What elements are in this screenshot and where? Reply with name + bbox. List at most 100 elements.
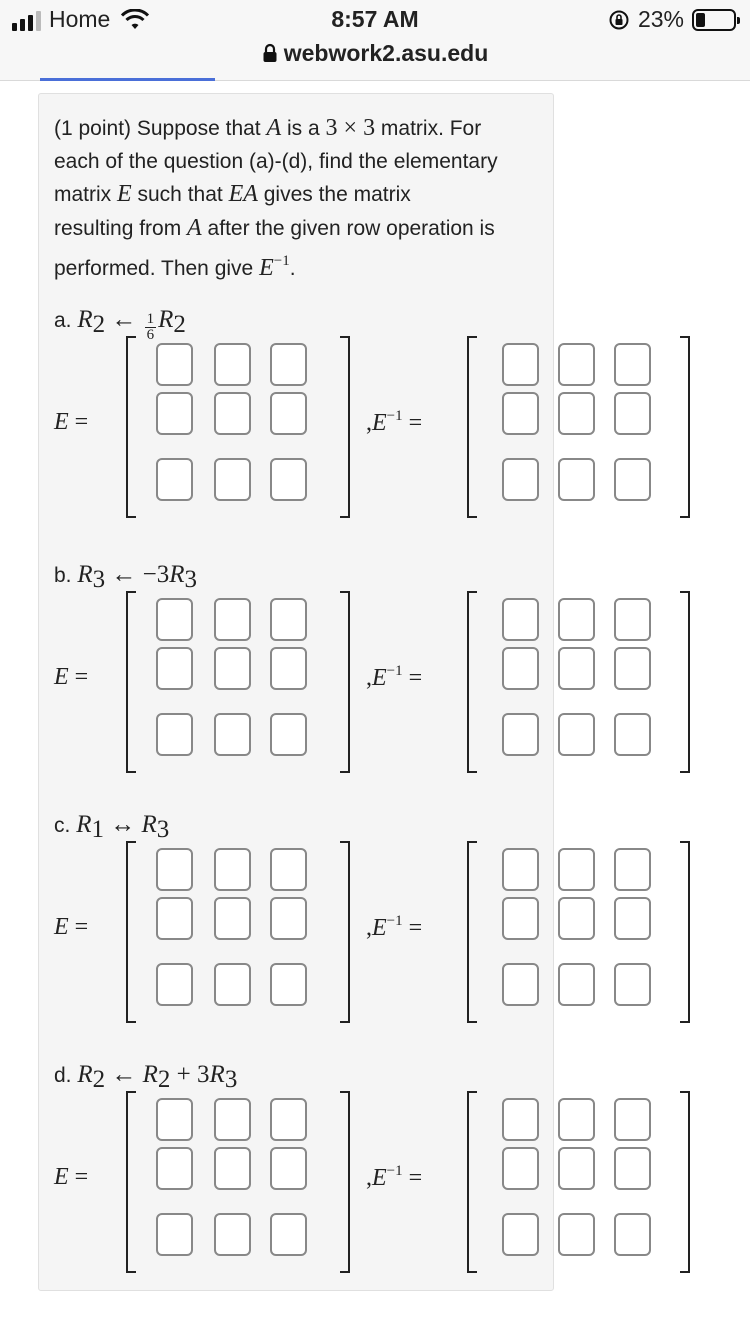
math-subscript: 3 xyxy=(184,566,198,593)
math-superscript: −1 xyxy=(273,253,290,269)
comma: , xyxy=(366,665,372,691)
e-matrix-entry-r3c2-input[interactable] xyxy=(214,458,251,501)
e-matrix-entry-r2c1-input[interactable] xyxy=(156,1147,193,1190)
e-inverse-matrix-entry-r1c2-input[interactable] xyxy=(558,1098,595,1141)
e-matrix-entry-r1c2-input[interactable] xyxy=(214,848,251,891)
math-subscript: 2 xyxy=(92,311,106,338)
e-inverse-matrix-entry-r3c1-input[interactable] xyxy=(502,458,539,501)
e-matrix-entry-r2c1-input[interactable] xyxy=(156,647,193,690)
e-inverse-matrix-entry-r3c1-input[interactable] xyxy=(502,963,539,1006)
e-matrix-entry-r2c3-input[interactable] xyxy=(270,392,307,435)
e-matrix-entry-r1c3-input[interactable] xyxy=(270,343,307,386)
e-matrix-entry-r1c2-input[interactable] xyxy=(214,1098,251,1141)
e-matrix-entry-r1c3-input[interactable] xyxy=(270,1098,307,1141)
e-matrix-entry-r1c2-input[interactable] xyxy=(214,343,251,386)
e-inverse-matrix-entry-r2c3-input[interactable] xyxy=(614,647,651,690)
e-inverse-matrix-entry-r3c3-input[interactable] xyxy=(614,1213,651,1256)
math-arrow: ← xyxy=(105,561,143,588)
e-inverse-matrix-entry-r1c2-input[interactable] xyxy=(558,598,595,641)
e-inverse-matrix-entry-r2c2-input[interactable] xyxy=(558,392,595,435)
e-matrix-entry-r3c3-input[interactable] xyxy=(270,963,307,1006)
e-inverse-matrix-entry-r2c1-input[interactable] xyxy=(502,392,539,435)
math-EA: EA xyxy=(228,181,258,207)
e-inverse-matrix-entry-r2c3-input[interactable] xyxy=(614,897,651,940)
e-inverse-matrix-entry-r3c2-input[interactable] xyxy=(558,1213,595,1256)
status-left: Home xyxy=(12,6,150,33)
e-matrix-entry-r3c2-input[interactable] xyxy=(214,963,251,1006)
math-arrow: ← xyxy=(105,306,143,333)
e-matrix-entry-r2c2-input[interactable] xyxy=(214,392,251,435)
part-letter: b. xyxy=(54,564,72,587)
e-matrix-entry-r3c1-input[interactable] xyxy=(156,1213,193,1256)
e-inverse-matrix-entry-r1c1-input[interactable] xyxy=(502,598,539,641)
e-inverse-matrix-entry-r1c3-input[interactable] xyxy=(614,343,651,386)
e-inverse-matrix-entry-r2c1-input[interactable] xyxy=(502,1147,539,1190)
e-matrix-entry-r2c3-input[interactable] xyxy=(270,1147,307,1190)
e-inverse-matrix-entry-r2c3-input[interactable] xyxy=(614,1147,651,1190)
e-inverse-label: ,E−1 = xyxy=(366,663,422,692)
address-bar[interactable]: webwork2.asu.edu xyxy=(0,40,750,67)
e-matrix-entry-r3c2-input[interactable] xyxy=(214,1213,251,1256)
e-inverse-matrix-entry-r1c2-input[interactable] xyxy=(558,343,595,386)
e-matrix-entry-r1c2-input[interactable] xyxy=(214,598,251,641)
e-inverse-matrix-entry-r3c2-input[interactable] xyxy=(558,713,595,756)
e-inverse-matrix-entry-r1c1-input[interactable] xyxy=(502,343,539,386)
e-matrix-entry-r3c1-input[interactable] xyxy=(156,963,193,1006)
e-inverse-matrix-entry-r2c1-input[interactable] xyxy=(502,897,539,940)
e-matrix-entry-r1c1-input[interactable] xyxy=(156,1098,193,1141)
e-inverse-matrix-entry-r1c1-input[interactable] xyxy=(502,848,539,891)
part-c: c. R1 ↔ R3 E = ,E−1 = xyxy=(54,811,750,1061)
e-matrix-entry-r2c2-input[interactable] xyxy=(214,647,251,690)
e-matrix-entry-r2c3-input[interactable] xyxy=(270,897,307,940)
text: such that xyxy=(131,183,229,206)
e-inverse-matrix-entry-r2c1-input[interactable] xyxy=(502,647,539,690)
math-subscript: 3 xyxy=(92,566,106,593)
e-matrix-entry-r2c2-input[interactable] xyxy=(214,897,251,940)
e-matrix-entry-r3c3-input[interactable] xyxy=(270,458,307,501)
e-inverse-matrix-entry-r2c2-input[interactable] xyxy=(558,897,595,940)
e-inverse-matrix-entry-r2c2-input[interactable] xyxy=(558,647,595,690)
math-E: E xyxy=(372,665,387,691)
e-matrix-entry-r2c3-input[interactable] xyxy=(270,647,307,690)
e-inverse-matrix-entry-r3c3-input[interactable] xyxy=(614,713,651,756)
e-inverse-matrix-entry-r3c1-input[interactable] xyxy=(502,713,539,756)
e-inverse-matrix-entry-r3c3-input[interactable] xyxy=(614,458,651,501)
e-matrix-entry-r1c1-input[interactable] xyxy=(156,848,193,891)
matrix-left-bracket xyxy=(126,591,136,773)
math-superscript: −1 xyxy=(386,408,403,424)
math-subscript: 1 xyxy=(91,816,104,843)
ios-status-bar: Home 8:57 AM webwork2.asu.edu 23% xyxy=(0,0,750,81)
e-matrix-entry-r2c1-input[interactable] xyxy=(156,392,193,435)
e-matrix-entry-r3c1-input[interactable] xyxy=(156,713,193,756)
e-inverse-matrix-entry-r3c2-input[interactable] xyxy=(558,458,595,501)
e-matrix-entry-r1c1-input[interactable] xyxy=(156,598,193,641)
e-matrix-entry-r1c3-input[interactable] xyxy=(270,848,307,891)
e-inverse-matrix-entry-r2c3-input[interactable] xyxy=(614,392,651,435)
e-inverse-matrix-entry-r3c3-input[interactable] xyxy=(614,963,651,1006)
e-inverse-matrix-entry-r1c3-input[interactable] xyxy=(614,598,651,641)
e-inverse-matrix-entry-r1c3-input[interactable] xyxy=(614,848,651,891)
e-matrix-entry-r2c1-input[interactable] xyxy=(156,897,193,940)
e-inverse-matrix-entry-r1c1-input[interactable] xyxy=(502,1098,539,1141)
fraction-denominator: 6 xyxy=(146,327,155,343)
math-A: A xyxy=(187,214,202,241)
e-matrix-entry-r3c3-input[interactable] xyxy=(270,1213,307,1256)
e-matrix-entry-r3c3-input[interactable] xyxy=(270,713,307,756)
e-inverse-matrix-entry-r1c3-input[interactable] xyxy=(614,1098,651,1141)
e-inverse-matrix-entry-r1c2-input[interactable] xyxy=(558,848,595,891)
comma: , xyxy=(366,1165,372,1191)
e-matrix-entry-r1c1-input[interactable] xyxy=(156,343,193,386)
e-matrix-entry-r3c2-input[interactable] xyxy=(214,713,251,756)
e-inverse-matrix-entry-r3c2-input[interactable] xyxy=(558,963,595,1006)
math-E: E xyxy=(372,1165,387,1191)
math-3: 3 xyxy=(363,115,376,141)
e-matrix-entry-r1c3-input[interactable] xyxy=(270,598,307,641)
matrix-left-bracket xyxy=(126,841,136,1023)
math-plus: + xyxy=(170,1061,198,1088)
e-matrix-entry-r3c1-input[interactable] xyxy=(156,458,193,501)
e-inverse-matrix-entry-r3c1-input[interactable] xyxy=(502,1213,539,1256)
e-inverse-matrix-entry-r2c2-input[interactable] xyxy=(558,1147,595,1190)
math-E: E xyxy=(372,410,387,436)
e-matrix-entry-r2c2-input[interactable] xyxy=(214,1147,251,1190)
e-label: E = xyxy=(54,1164,89,1190)
